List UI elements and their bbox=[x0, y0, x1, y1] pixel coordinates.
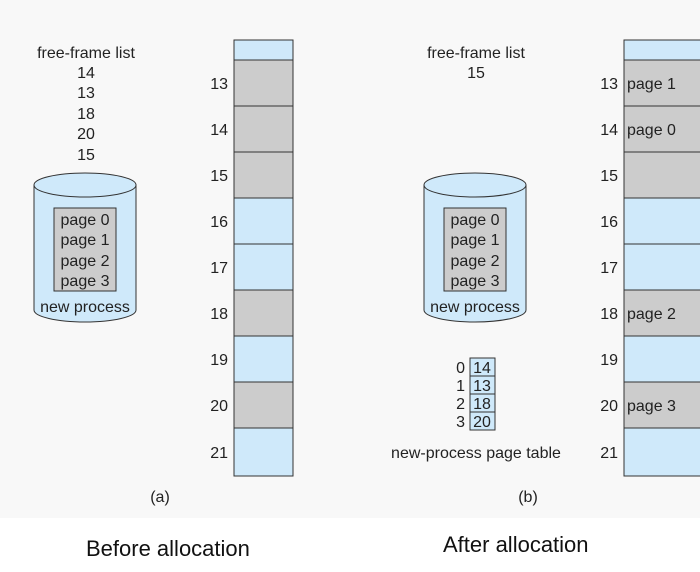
frame-number: 13 bbox=[600, 76, 618, 93]
memory-frame bbox=[233, 39, 294, 61]
frame-number: 21 bbox=[210, 445, 228, 462]
page-table-index: 1 bbox=[456, 378, 465, 395]
frame-page-label: page 0 bbox=[627, 122, 676, 139]
frame-number: 19 bbox=[210, 352, 228, 369]
frame-number: 18 bbox=[210, 306, 228, 323]
free-frame-entry: 20 bbox=[77, 126, 95, 143]
free-frame-entry: 18 bbox=[77, 106, 95, 123]
free-frame-entry: 14 bbox=[77, 65, 95, 82]
memory-frame bbox=[233, 105, 294, 153]
paging-diagram: free-frame list 14 13 18 20 15 page 0 pa… bbox=[33, 39, 700, 506]
frame-number: 14 bbox=[600, 122, 618, 139]
free-frame-entry: 15 bbox=[467, 65, 485, 82]
frame-number: 18 bbox=[600, 306, 618, 323]
page-table-frame: 13 bbox=[473, 378, 491, 395]
memory-frame bbox=[623, 427, 700, 477]
process-page: page 1 bbox=[61, 232, 110, 249]
frame-number: 16 bbox=[600, 214, 618, 231]
frame-number: 14 bbox=[210, 122, 228, 139]
physical-memory: 13 14 15 16 17 18 19 20 21 bbox=[210, 39, 294, 477]
frame-number: 17 bbox=[600, 260, 618, 277]
page-table-frame: 14 bbox=[473, 360, 491, 377]
memory-frame bbox=[623, 59, 700, 107]
frame-number: 19 bbox=[600, 352, 618, 369]
process-page: page 2 bbox=[451, 253, 500, 270]
panel-a: free-frame list 14 13 18 20 15 page 0 pa… bbox=[33, 39, 294, 506]
memory-frame bbox=[233, 427, 294, 477]
frame-number: 20 bbox=[210, 398, 228, 415]
memory-frame bbox=[623, 151, 700, 199]
memory-frame bbox=[623, 105, 700, 153]
frame-number: 15 bbox=[210, 168, 228, 185]
frame-page-label: page 2 bbox=[627, 306, 676, 323]
frame-number: 17 bbox=[210, 260, 228, 277]
frame-number: 21 bbox=[600, 445, 618, 462]
disk-top bbox=[33, 172, 137, 198]
memory-frame bbox=[233, 151, 294, 199]
frame-number: 20 bbox=[600, 398, 618, 415]
process-page: page 2 bbox=[61, 253, 110, 270]
process-page: page 3 bbox=[451, 273, 500, 290]
frame-number: 16 bbox=[210, 214, 228, 231]
disk-top bbox=[423, 172, 527, 198]
caption-before: Before allocation bbox=[86, 536, 250, 561]
free-frame-list: 14 13 18 20 15 bbox=[77, 65, 95, 164]
page-table-label: new-process page table bbox=[391, 445, 561, 462]
frame-page-label: page 1 bbox=[627, 76, 676, 93]
memory-frame bbox=[623, 243, 700, 291]
memory-frame bbox=[623, 197, 700, 245]
new-process-disk: page 0 page 1 page 2 page 3 new process bbox=[423, 172, 527, 323]
process-page: page 0 bbox=[61, 212, 110, 229]
memory-frame bbox=[623, 335, 700, 383]
panel-b: free-frame list 15 page 0 page 1 page 2 … bbox=[391, 39, 700, 506]
memory-frame bbox=[233, 243, 294, 291]
disk-label: new process bbox=[430, 299, 520, 316]
free-frame-entry: 13 bbox=[77, 85, 95, 102]
frame-page-label: page 3 bbox=[627, 398, 676, 415]
page-table-frame: 18 bbox=[473, 396, 491, 413]
physical-memory: 13 14 15 16 17 18 19 20 21 page 1 page 0… bbox=[600, 39, 700, 477]
page-table-index: 3 bbox=[456, 414, 465, 431]
page-table-index: 0 bbox=[456, 360, 465, 377]
page-table-index: 2 bbox=[456, 396, 465, 413]
new-process-disk: page 0 page 1 page 2 page 3 new process bbox=[33, 172, 137, 323]
process-pages-box bbox=[53, 207, 117, 292]
process-pages-box bbox=[443, 207, 507, 292]
free-frame-list-title: free-frame list bbox=[427, 45, 525, 62]
panel-b-label: (b) bbox=[518, 489, 538, 506]
memory-frame bbox=[233, 59, 294, 107]
process-page: page 0 bbox=[451, 212, 500, 229]
free-frame-entry: 15 bbox=[77, 147, 95, 164]
page-table-frame: 20 bbox=[473, 414, 491, 431]
frame-number: 15 bbox=[600, 168, 618, 185]
caption-after: After allocation bbox=[443, 532, 589, 557]
memory-frame bbox=[233, 289, 294, 337]
new-process-page-table: 0 1 2 3 14 13 18 20 new-process page tab… bbox=[391, 357, 561, 462]
frame-number: 13 bbox=[210, 76, 228, 93]
page-table-cell bbox=[469, 411, 496, 431]
memory-frame bbox=[623, 381, 700, 429]
process-page: page 3 bbox=[61, 273, 110, 290]
memory-frame bbox=[233, 335, 294, 383]
memory-frame bbox=[623, 39, 700, 61]
panel-a-label: (a) bbox=[150, 489, 170, 506]
disk-label: new process bbox=[40, 299, 130, 316]
memory-frame bbox=[233, 197, 294, 245]
memory-frame bbox=[233, 381, 294, 429]
process-page: page 1 bbox=[451, 232, 500, 249]
free-frame-list-title: free-frame list bbox=[37, 45, 135, 62]
